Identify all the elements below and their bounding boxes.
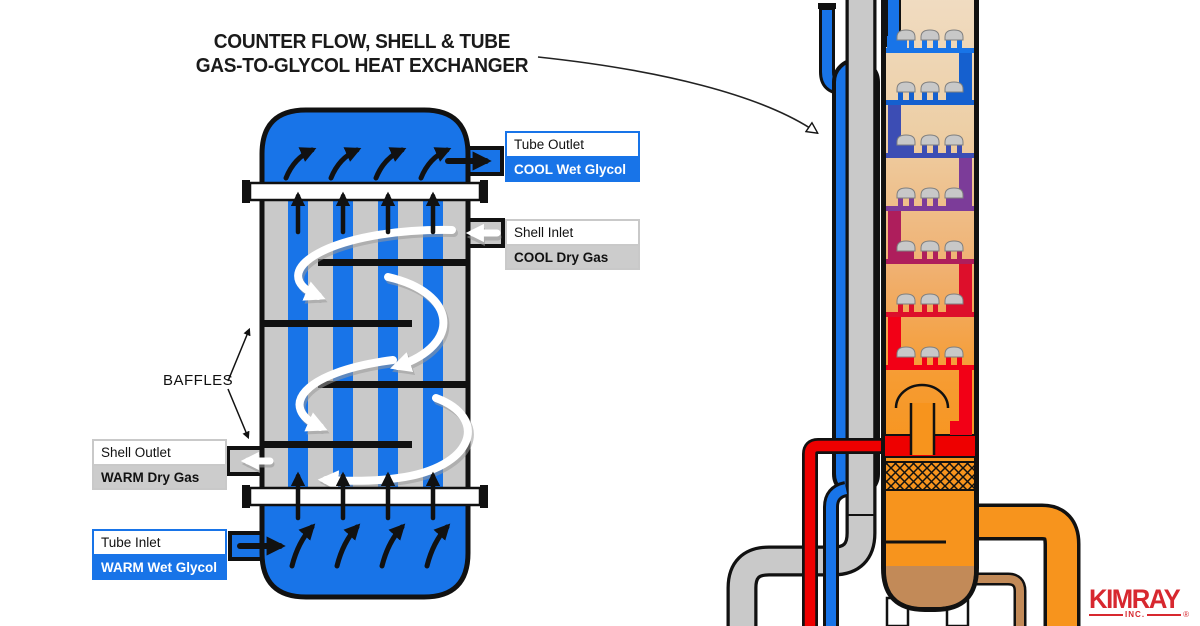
tube-sheets [242, 180, 488, 508]
title-line2: GAS-TO-GLYCOL HEAT EXCHANGER [195, 53, 529, 77]
diagram-title: COUNTER FLOW, SHELL & TUBE GAS-TO-GLYCOL… [167, 30, 558, 77]
label-shell-inlet-name: Shell Inlet [507, 221, 638, 246]
dry-gas-pipe-elbow [726, 495, 877, 626]
rich-glycol-pipe [955, 572, 1027, 626]
label-shell-outlet-name: Shell Outlet [94, 441, 225, 466]
kimray-logo: KIMRAY INC. ® [1089, 584, 1189, 619]
title-line1: COUNTER FLOW, SHELL & TUBE [213, 30, 511, 53]
gas-standpipe-arc [894, 383, 950, 409]
exchanger-shell-body [259, 185, 471, 503]
label-tube-inlet-name: Tube Inlet [94, 531, 225, 556]
label-shell-outlet-value: WARM Dry Gas [94, 465, 225, 488]
heat-exchanger-diagram [226, 107, 505, 600]
label-tube-outlet-value: COOL Wet Glycol [507, 157, 638, 180]
label-shell-outlet: Shell Outlet WARM Dry Gas [92, 439, 227, 490]
logo-banner-line [1089, 613, 1124, 616]
gas-flow-arrows [294, 225, 474, 495]
mist-pad [886, 461, 974, 491]
baffles-pointer-arrows [227, 327, 251, 440]
exchanger-top-dome [259, 107, 471, 191]
label-tube-inlet-value: WARM Wet Glycol [94, 555, 225, 578]
wet-gas-inlet-pipe [970, 503, 1081, 626]
exchanger-bottom-dome [259, 497, 471, 600]
title-leader-arrow [537, 56, 816, 132]
kimray-logo-inc: INC. [1125, 610, 1146, 619]
registered-mark: ® [1183, 610, 1189, 619]
hot-glycol-layer [883, 383, 977, 458]
bubble-cap-trays [886, 29, 974, 435]
label-tube-inlet: Tube Inlet WARM Wet Glycol [92, 529, 227, 580]
logo-banner-line [1147, 613, 1182, 616]
tower-bottom-liquid [886, 566, 974, 607]
gas-nozzle-arrows [240, 223, 502, 474]
baffle-plates [262, 259, 468, 448]
label-tube-outlet-name: Tube Outlet [507, 133, 638, 158]
cool-glycol-outlet-pipe [823, 481, 849, 626]
hot-glycol-pipe [802, 438, 890, 626]
label-shell-inlet-value: COOL Dry Gas [507, 245, 638, 268]
kimray-logo-wordmark: KIMRAY [1089, 584, 1181, 614]
glycol-tower-diagram [726, 0, 1081, 626]
label-baffles: BAFFLES [163, 372, 234, 389]
label-tube-outlet: Tube Outlet COOL Wet Glycol [505, 131, 640, 182]
glycol-flow-arrows [237, 147, 492, 569]
label-shell-inlet: Shell Inlet COOL Dry Gas [505, 219, 640, 270]
